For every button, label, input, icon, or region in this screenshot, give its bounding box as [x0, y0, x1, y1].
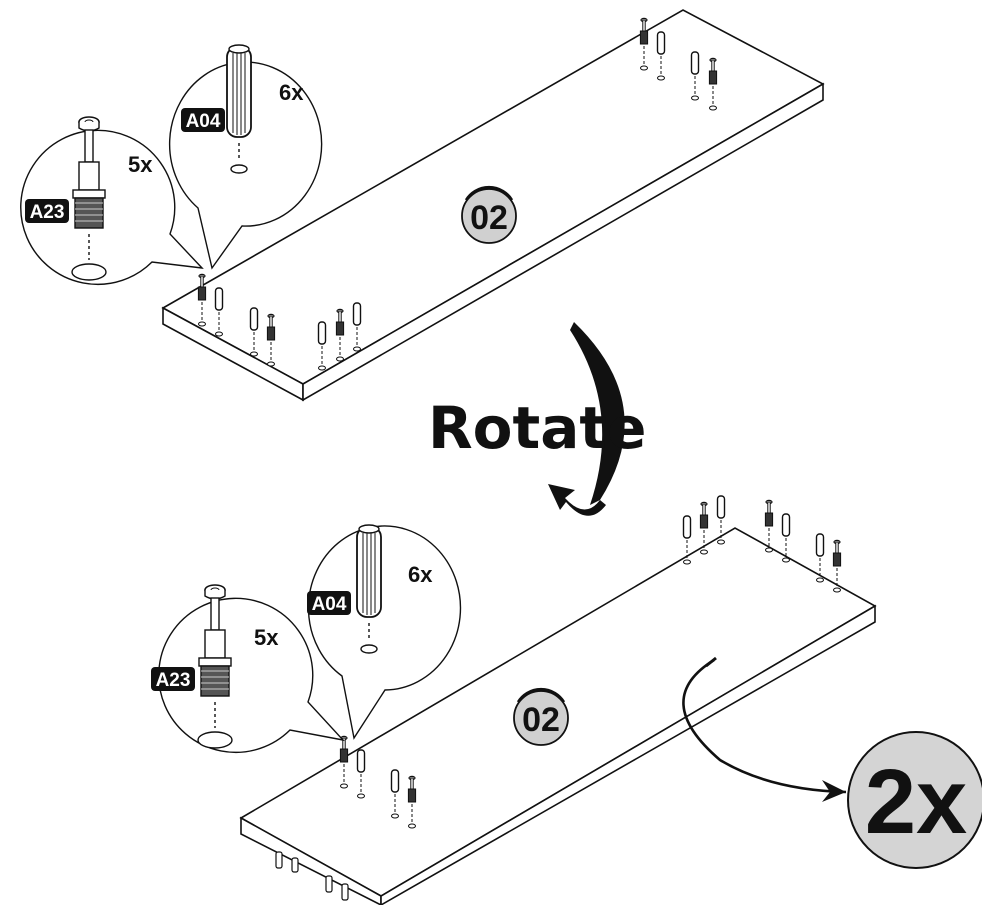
bottom-a04-label: A04	[312, 594, 347, 615]
curved-pointer-arrow-icon	[682, 656, 847, 802]
bottom-a23-label: A23	[156, 670, 191, 691]
rotate-label: Rotate	[428, 394, 646, 462]
top-panel-number-badge: 02	[461, 185, 517, 244]
top-6x-label: 6x	[279, 80, 304, 105]
top-a23-label: A23	[30, 202, 65, 223]
bottom-panel-underside-dowels	[275, 851, 349, 901]
top-panel-number: 02	[470, 199, 508, 237]
top-callout-cam: A23 5x	[20, 116, 204, 286]
top-callout-dowel: A04 6x	[168, 44, 323, 270]
top-a04-label: A04	[186, 111, 221, 132]
bottom-5x-label: 5x	[254, 625, 279, 650]
bottom-panel-number: 02	[522, 701, 560, 739]
bottom-callout-cam: A23 5x	[151, 584, 345, 754]
multiplier-label: 2x	[865, 751, 967, 853]
multiplier-badge: 2x	[847, 731, 982, 869]
top-5x-label: 5x	[128, 152, 153, 177]
bottom-panel-number-badge: 02	[513, 687, 569, 746]
bottom-callout-dowel: A04 6x	[307, 524, 462, 740]
bottom-6x-label: 6x	[408, 562, 433, 587]
rotate-arrow-icon	[548, 322, 625, 516]
